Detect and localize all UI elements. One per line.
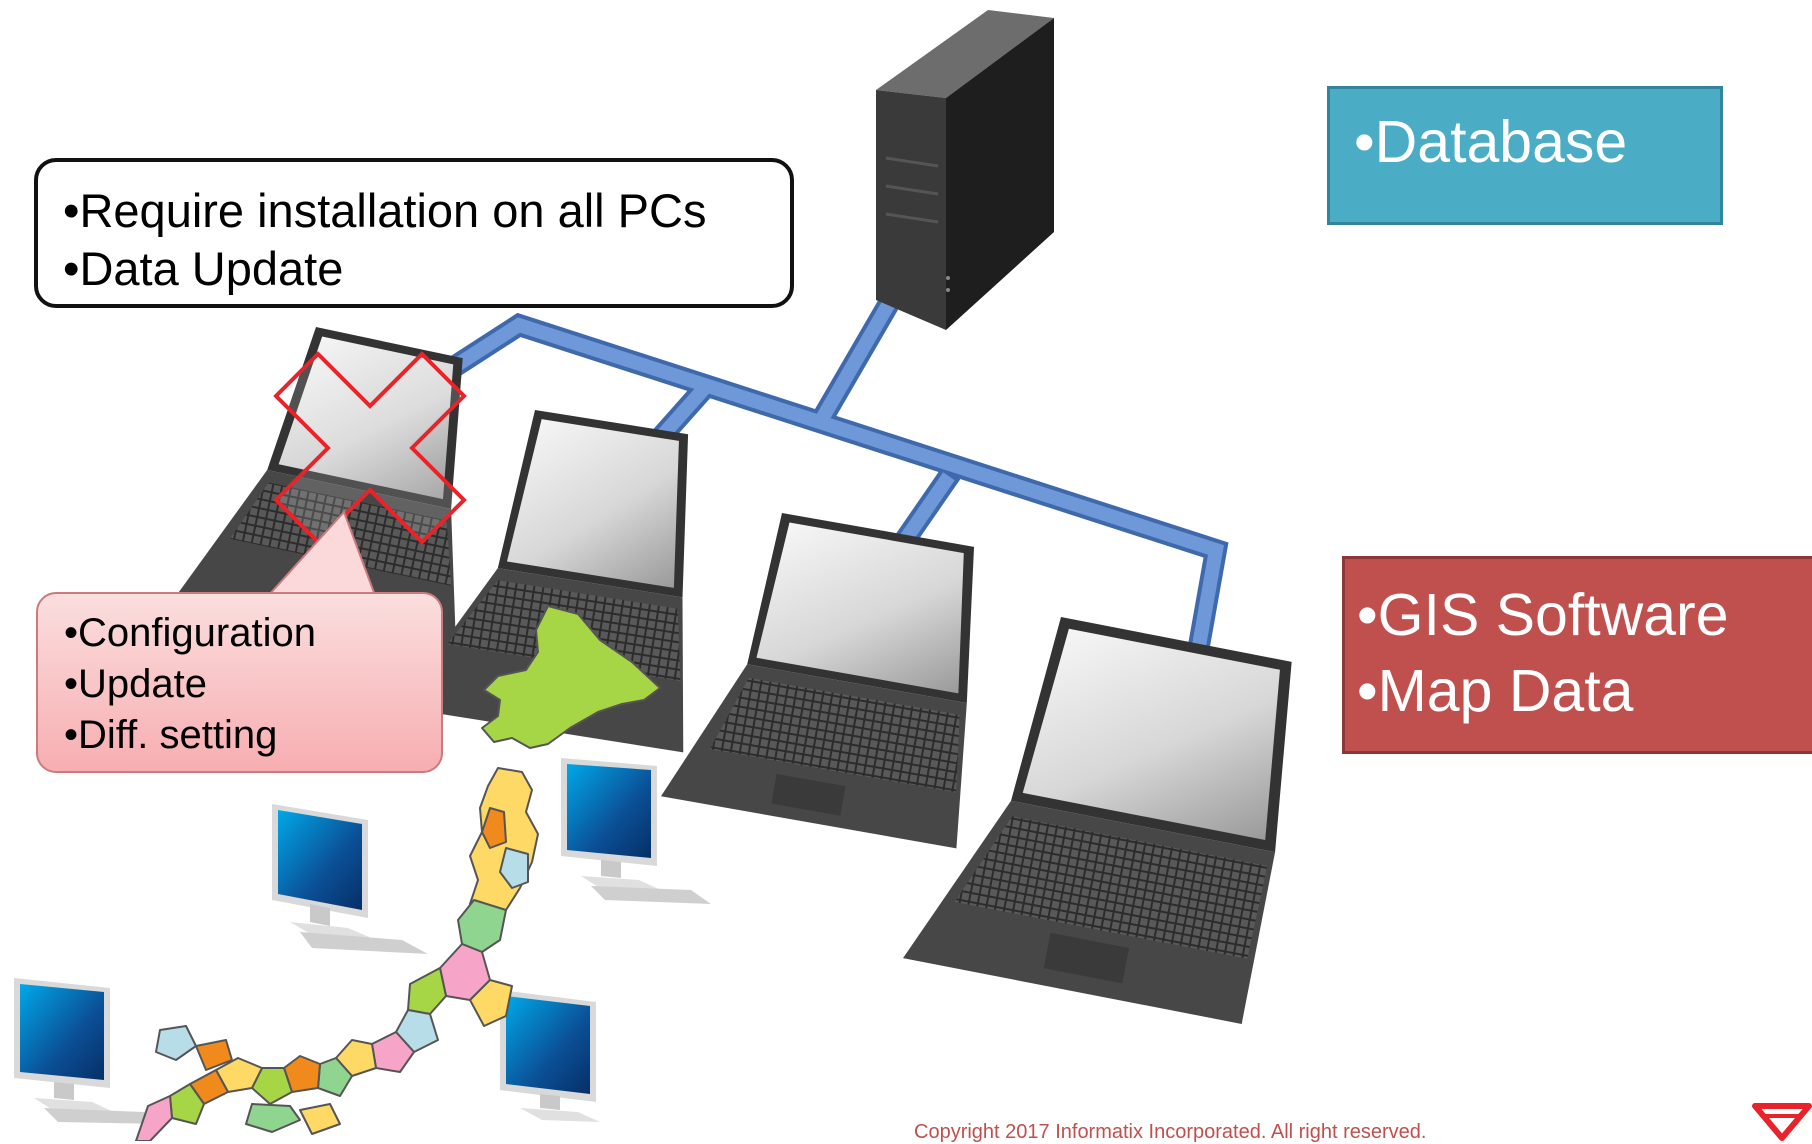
- laptop-icon: [903, 617, 1292, 1024]
- callout-line: GIS Software: [1357, 577, 1812, 653]
- desktop-monitor-icon: [561, 758, 711, 904]
- gis-software-callout: GIS Software Map Data: [1342, 556, 1812, 754]
- maintenance-callout: Configuration Update Diff. setting: [36, 592, 443, 773]
- database-callout: Database: [1327, 86, 1723, 225]
- desktop-monitor-icon: [14, 978, 164, 1124]
- callout-line: Map Data: [1357, 653, 1812, 729]
- strike-x-icon: [273, 351, 467, 545]
- network-lines: [424, 284, 1229, 653]
- company-logo-icon: [1752, 1103, 1812, 1141]
- requirements-callout: Require installation on all PCs Data Upd…: [34, 158, 794, 308]
- callout-line: Diff. setting: [64, 710, 441, 761]
- callout-line: Configuration: [64, 608, 441, 659]
- laptop-icon: [660, 513, 975, 849]
- desktop-monitor-icon: [500, 990, 600, 1122]
- copyright-notice: Copyright 2017 Informatix Incorporated. …: [914, 1121, 1427, 1143]
- callout-line: Data Update: [63, 240, 790, 298]
- callout-line: Update: [64, 659, 441, 710]
- desktop-monitor-icon: [272, 804, 428, 954]
- server-tower-icon: [876, 10, 1054, 330]
- callout-line: Require installation on all PCs: [63, 182, 790, 240]
- callout-line: Database: [1354, 107, 1720, 177]
- japan-map-icon: [135, 605, 661, 1141]
